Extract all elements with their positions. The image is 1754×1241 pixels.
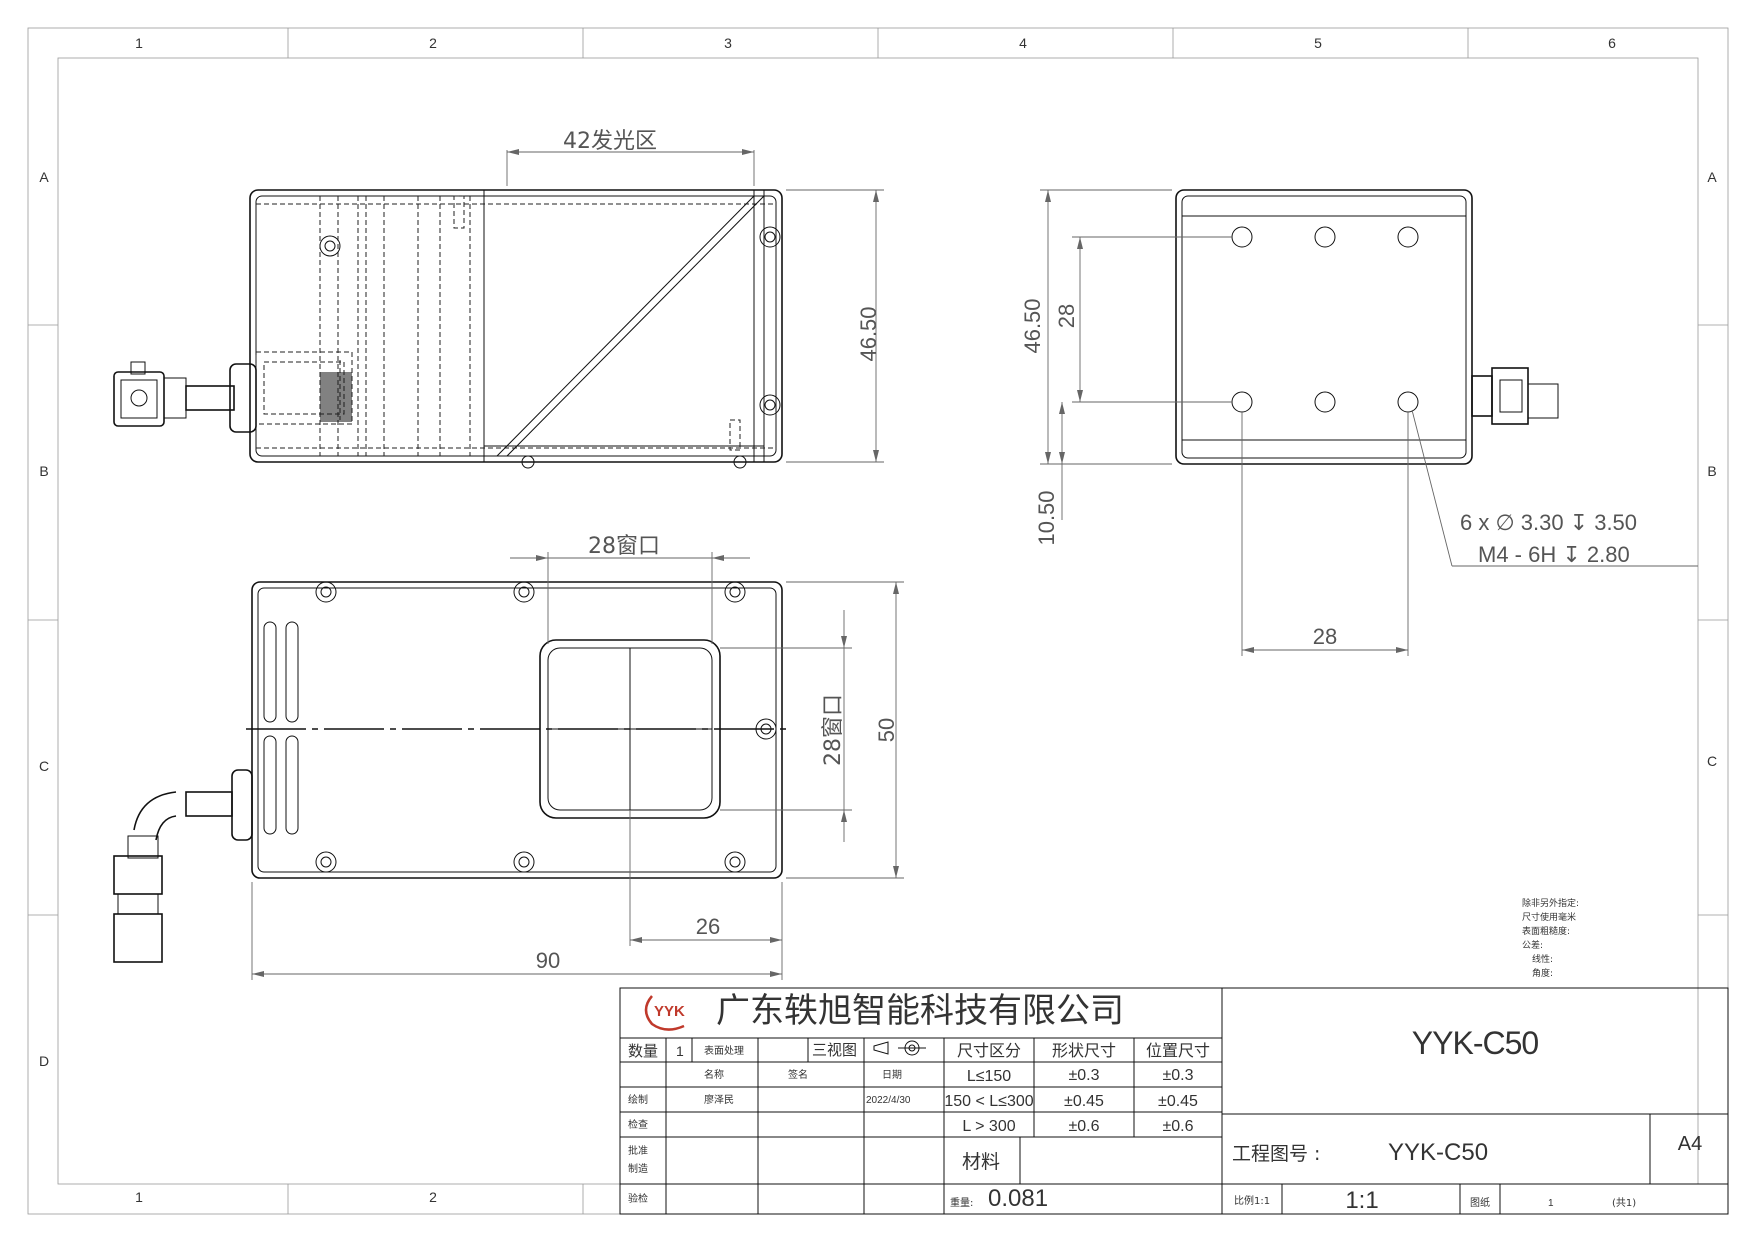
dim-light-zone: 42发光区	[563, 129, 657, 154]
row-label: B	[1707, 463, 1716, 479]
notes-line: 表面粗糙度:	[1522, 925, 1570, 937]
company-name: 广东轶旭智能科技有限公司	[716, 991, 1124, 1031]
scale-value: 1:1	[1345, 1187, 1378, 1214]
sign-label: 签名	[788, 1068, 808, 1081]
general-notes: 除非另外指定: 尺寸使用毫米 表面粗糙度: 公差: 线性: 角度:	[1522, 897, 1579, 979]
border-row-labels: A B C D A B C	[39, 169, 1717, 1069]
notes-title: 除非另外指定:	[1522, 897, 1579, 909]
name-label: 名称	[704, 1068, 724, 1081]
col-label: 6	[1608, 35, 1616, 51]
col-label: 2	[429, 35, 437, 51]
side-view-dim-top: 42发光区	[506, 129, 755, 186]
col-label: 2	[429, 1189, 437, 1205]
row-label: A	[39, 169, 49, 185]
dim-hole-spacing-h: 28	[1313, 624, 1337, 649]
row-label: C	[1707, 753, 1717, 769]
row-label: B	[39, 463, 48, 479]
sheet-total: (共1)	[1612, 1197, 1636, 1209]
col-label: 3	[724, 35, 732, 51]
drawing-no: YYK-C50	[1388, 1139, 1488, 1166]
col-label: 5	[1314, 35, 1322, 51]
tol-cell: ±0.6	[1068, 1118, 1099, 1135]
title-block	[619, 987, 1729, 1215]
projection-label: 三视图	[812, 1041, 857, 1059]
tol-cell: 150 < L≤300	[944, 1093, 1033, 1110]
qty-value: 1	[676, 1043, 684, 1059]
weight-label: 重量:	[950, 1196, 973, 1209]
front-view-dims: 28窗口 28窗口 50 26 90	[251, 534, 904, 980]
notes-line: 尺寸使用毫米	[1522, 911, 1576, 923]
hole-callout-1: 6 x ∅ 3.30 ↧ 3.50	[1460, 510, 1637, 535]
tol-cell: ±0.3	[1068, 1067, 1099, 1084]
tolerance-table: 尺寸区分 形状尺寸 位置尺寸 L≤150 ±0.3 ±0.3 150 < L≤3…	[944, 1041, 1210, 1135]
paper-size: A4	[1678, 1133, 1702, 1155]
tol-cell: ±0.45	[1158, 1093, 1198, 1110]
tol-cell: ±0.6	[1162, 1118, 1193, 1135]
drawing-title: YYK-C50	[1412, 1025, 1539, 1061]
dim-height-side: 46.50	[856, 306, 881, 361]
dim-height-front: 50	[874, 718, 899, 742]
scale-label: 比例1:1	[1234, 1194, 1270, 1207]
dim-window-offset: 26	[696, 914, 720, 939]
row-label: A	[1707, 169, 1717, 185]
col-label: 1	[135, 35, 143, 51]
title-block-fields: 数量 1 表面处理 三视图 名称 签名 日期 绘制 廖泽民 2022/4/30 …	[628, 1040, 926, 1205]
check-label: 检查	[628, 1118, 648, 1131]
end-view-dims: 46.50 28 10.50 28 6 x ∅ 3.30 ↧ 3.50 M4 -…	[1020, 189, 1698, 656]
tol-header: 尺寸区分	[957, 1041, 1021, 1060]
side-view	[113, 189, 783, 469]
drawn-label: 绘制	[628, 1093, 648, 1106]
tol-header: 位置尺寸	[1146, 1041, 1210, 1060]
qty-label: 数量	[628, 1042, 658, 1060]
notes-line: 线性:	[1532, 953, 1553, 965]
border-column-labels: 1 2 3 4 5 6 1 2	[135, 35, 1616, 1205]
tol-cell: L > 300	[962, 1118, 1015, 1135]
col-label: 1	[135, 1189, 143, 1205]
tol-cell: ±0.45	[1064, 1093, 1104, 1110]
logo-text: YYK	[654, 1003, 685, 1020]
company-logo: YYK	[644, 995, 685, 1031]
dim-hole-spacing-v: 28	[1054, 304, 1079, 328]
tol-header: 形状尺寸	[1052, 1041, 1116, 1060]
make-label: 制造	[628, 1162, 648, 1175]
date-label: 日期	[882, 1069, 902, 1081]
sheet-no: 1	[1548, 1198, 1554, 1209]
dim-length: 90	[536, 948, 560, 973]
tol-cell: ±0.3	[1162, 1067, 1193, 1084]
sheet-label: 图纸	[1470, 1196, 1490, 1209]
dim-window-height: 28窗口	[821, 694, 846, 766]
front-view	[113, 581, 790, 963]
hole-callout-2: M4 - 6H ↧ 2.80	[1478, 542, 1630, 567]
material-label: 材料	[962, 1151, 1000, 1173]
end-view	[1175, 189, 1559, 465]
notes-line: 角度:	[1532, 967, 1553, 979]
row-label: D	[39, 1053, 49, 1069]
weight-value: 0.081	[988, 1185, 1048, 1212]
projection-symbol-icon	[873, 1040, 926, 1056]
dim-bottom-offset: 10.50	[1034, 490, 1059, 545]
approve-label: 批准	[628, 1144, 648, 1157]
tol-cell: L≤150	[967, 1068, 1011, 1085]
surface-label: 表面处理	[704, 1044, 744, 1057]
dim-window-width: 28窗口	[588, 534, 660, 559]
drawn-by: 廖泽民	[704, 1093, 734, 1106]
dim-height-end: 46.50	[1020, 298, 1045, 353]
notes-line: 公差:	[1522, 939, 1543, 951]
side-view-dim-height: 46.50	[786, 189, 884, 463]
drawn-date: 2022/4/30	[866, 1095, 911, 1106]
inspect-label: 验检	[628, 1192, 648, 1205]
drawing-no-label: 工程图号 :	[1232, 1143, 1320, 1165]
row-label: C	[39, 758, 49, 774]
col-label: 4	[1019, 35, 1027, 51]
